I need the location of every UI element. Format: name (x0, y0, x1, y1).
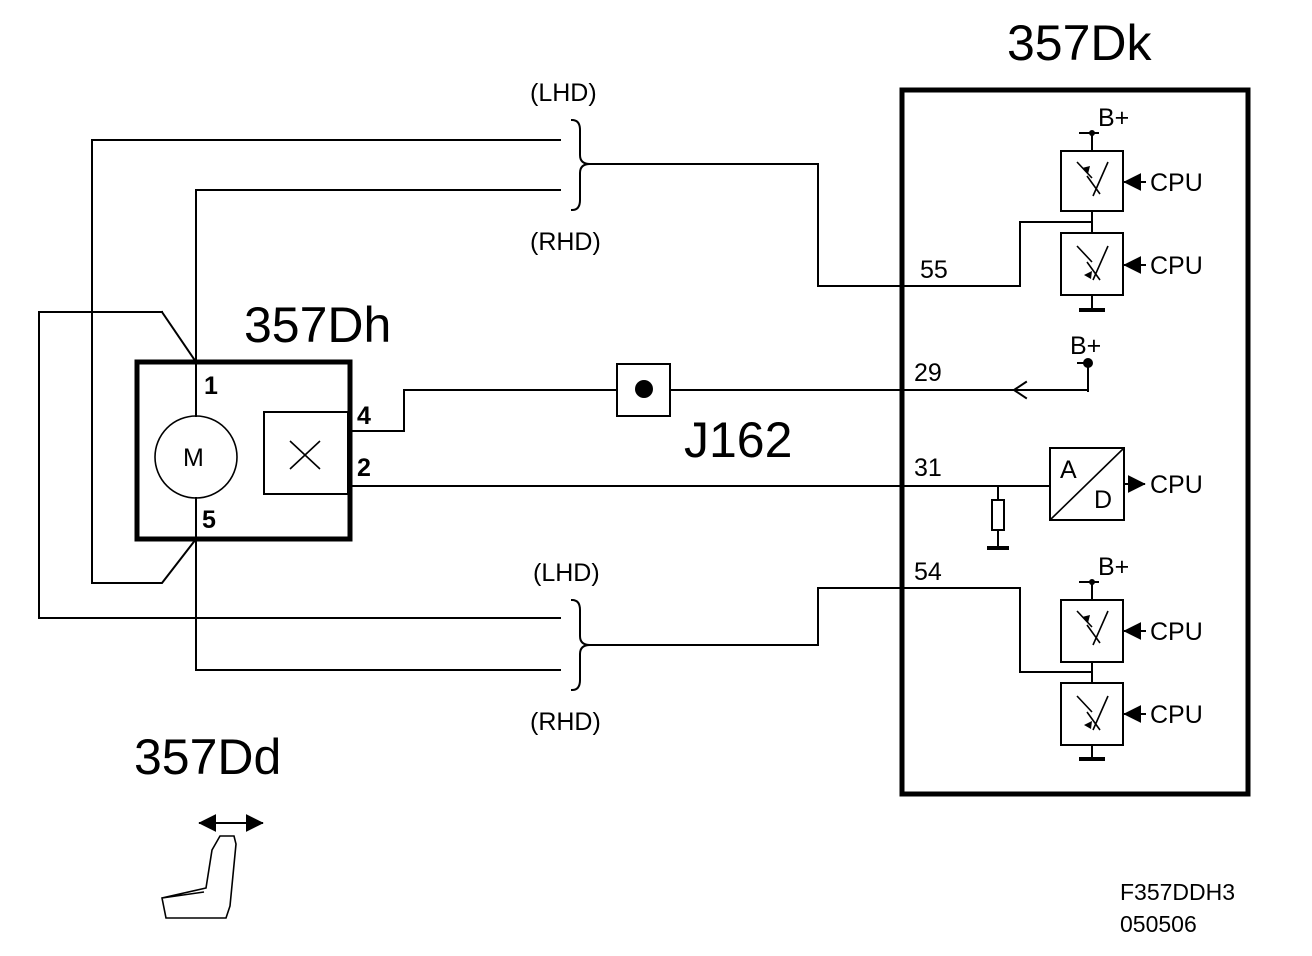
motor-pin-4: 4 (357, 402, 371, 430)
motor-pin-2: 2 (357, 454, 371, 482)
motor-label: M (183, 444, 204, 472)
wire-pin4 (347, 389, 618, 432)
sensor-cross-icon (263, 411, 349, 495)
top-switch-pair: B+ CPU CPU (1060, 104, 1203, 312)
pin-31-label: 31 (914, 454, 942, 482)
b-plus-label-bottom: B+ (1098, 553, 1129, 581)
connector-j162-icon (616, 363, 671, 417)
wire-lhd-bottom (38, 311, 561, 619)
arrow-pin29-icon (1012, 380, 1028, 400)
cpu-label-5: CPU (1150, 701, 1203, 729)
seat-icon (161, 835, 237, 919)
pin-54-label: 54 (914, 558, 942, 586)
b-plus-label-top: B+ (1098, 104, 1129, 132)
switch-transistor-icon (1060, 232, 1124, 296)
cpu-label-2: CPU (1150, 252, 1203, 280)
control-unit-box (899, 87, 1251, 797)
figure-code-line2: 050506 (1120, 911, 1197, 937)
brace-top (570, 118, 591, 212)
adc-a-label: A (1060, 456, 1077, 484)
seat-title: 357Dd (134, 729, 281, 785)
motor-unit-title: 357Dh (244, 297, 391, 353)
connector-label: J162 (684, 412, 792, 468)
wire-rhd-top (195, 189, 561, 363)
wire-pin54 (589, 587, 1093, 673)
variant-bottom-rhd: (RHD) (530, 708, 601, 736)
variant-top-rhd: (RHD) (530, 228, 601, 256)
brace-bottom (570, 598, 591, 692)
b-plus-label-mid: B+ (1070, 332, 1101, 360)
variant-top-lhd: (LHD) (530, 79, 597, 107)
motor-pin-1: 1 (204, 372, 218, 400)
motor-pin-5: 5 (202, 506, 216, 534)
cpu-label-4: CPU (1150, 618, 1203, 646)
adc-d-label: D (1094, 486, 1112, 514)
variant-bottom-lhd: (LHD) (533, 559, 600, 587)
cpu-label-1: CPU (1150, 169, 1203, 197)
figure-code-line1: F357DDH3 (1120, 879, 1235, 905)
resistor-icon (991, 499, 1005, 531)
switch-transistor-icon (1060, 150, 1124, 212)
bottom-switch-pair: B+ CPU CPU (1060, 553, 1203, 761)
wire-pin55 (589, 163, 1093, 287)
control-unit-title: 357Dk (1007, 15, 1153, 71)
cpu-label-3: CPU (1150, 471, 1203, 499)
wire-rhd-bottom (195, 538, 561, 671)
switch-transistor-icon (1060, 682, 1124, 746)
pin-55-label: 55 (920, 256, 948, 284)
adc-icon: A D (1049, 447, 1125, 521)
pin-29-label: 29 (914, 359, 942, 387)
wire-pin5-loop (91, 139, 198, 584)
motor-unit-box (134, 359, 353, 542)
